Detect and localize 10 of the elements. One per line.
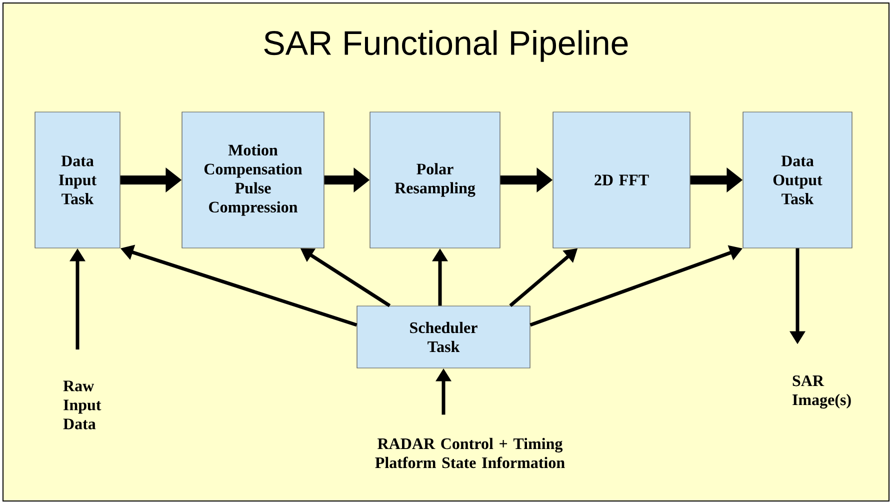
io-label: RADAR Control + Timing Platform State Information: [375, 438, 565, 468]
process-box: 2D FFT: [552, 112, 690, 248]
io-label: SAR Image(s): [792, 375, 851, 409]
process-box: Data Output Task: [742, 112, 852, 248]
io-label: Raw Input Data: [63, 380, 102, 430]
process-box: Motion Compensation Pulse Compression: [182, 112, 324, 248]
process-box: Polar Resampling: [370, 112, 500, 248]
process-box: Data Input Task: [34, 112, 120, 248]
process-box: Scheduler Task: [356, 306, 530, 368]
title: SAR Functional Pipeline: [264, 30, 628, 62]
